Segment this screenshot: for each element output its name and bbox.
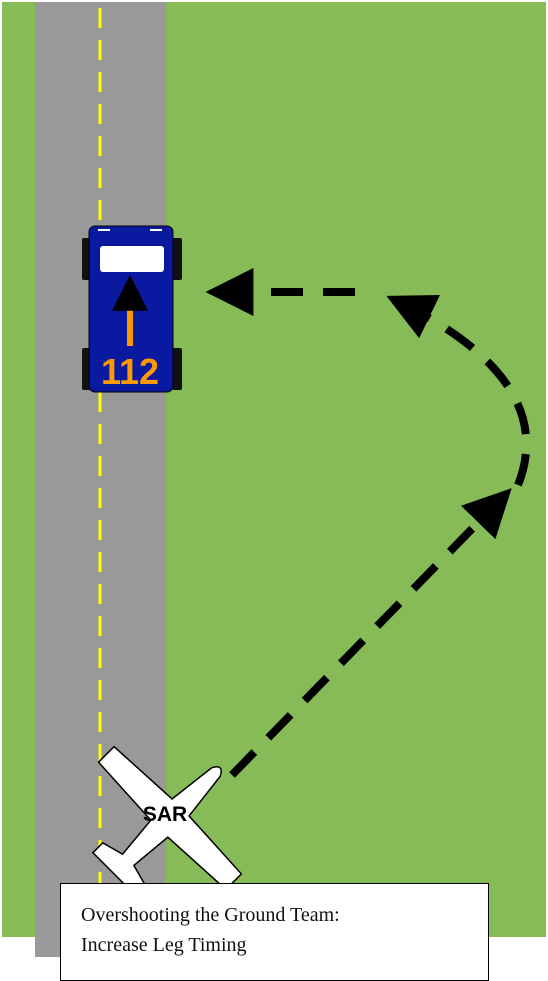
vehicle-windshield: [100, 246, 164, 272]
ground-team-vehicle: 112: [82, 226, 182, 392]
aircraft-label: SAR: [143, 803, 187, 826]
diagram-caption-box: Overshooting the Ground Team: Increase L…: [60, 883, 489, 981]
caption-line-2: Increase Leg Timing: [81, 930, 488, 960]
caption-line-1: Overshooting the Ground Team:: [81, 900, 488, 930]
vehicle-number: 112: [101, 351, 159, 392]
